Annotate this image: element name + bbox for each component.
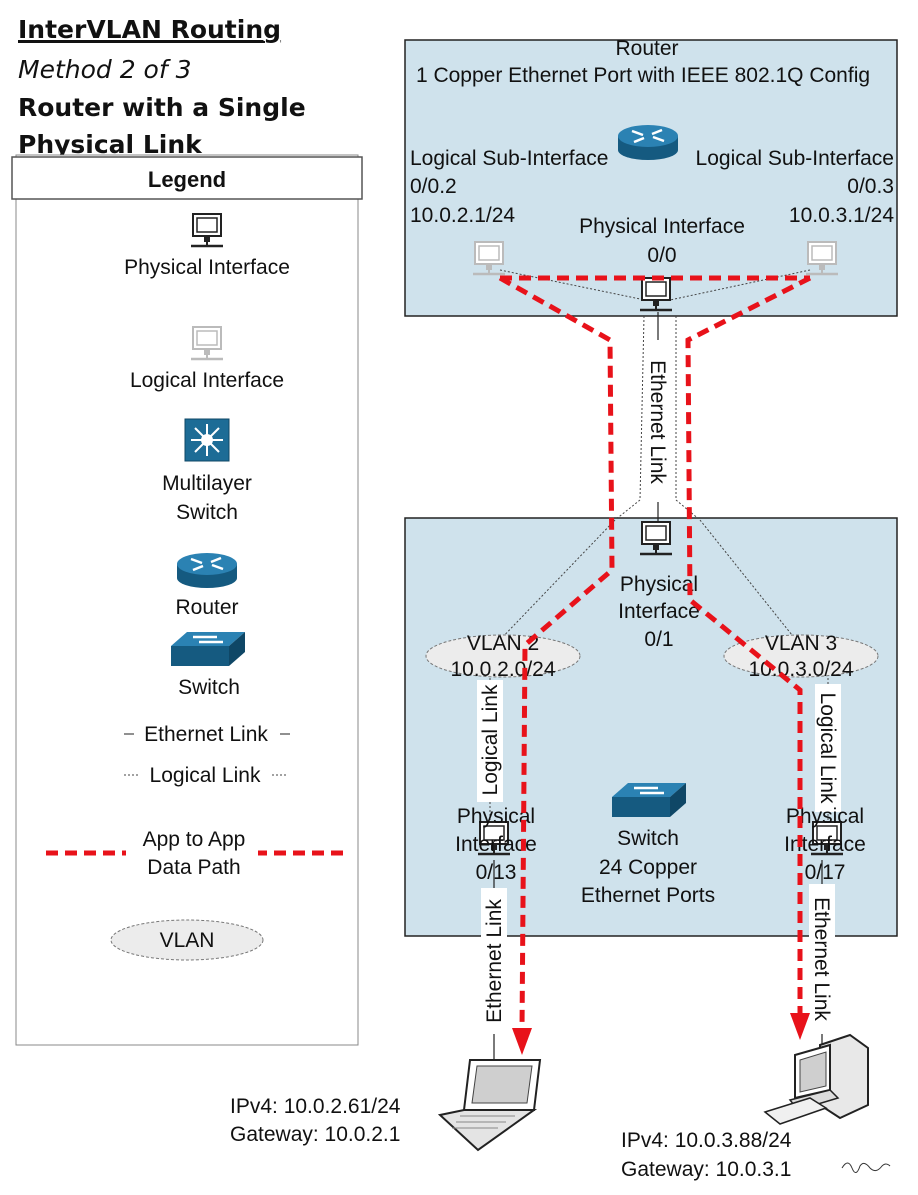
sub-right-id: 0/0.3 — [847, 175, 894, 198]
laptop-gateway: Gateway: 10.0.2.1 — [230, 1123, 400, 1146]
data-path-vlan2 — [498, 275, 615, 1031]
port17-id: 0/17 — [805, 861, 846, 884]
switch-logical-line-vlan2 — [494, 519, 616, 646]
desktop-ipv4: IPv4: 10.0.3.88/24 — [621, 1129, 792, 1152]
port17-line2: Interface — [784, 833, 866, 856]
trunk-label-bg — [645, 340, 672, 502]
laptop-ipv4: IPv4: 10.0.2.61/24 — [230, 1095, 401, 1118]
data-path-arrow-desktop — [790, 1013, 810, 1040]
legend-multilayer-switch-icon — [184, 418, 230, 462]
laptop-link-label-bg — [481, 888, 507, 1034]
router-title: Router — [615, 37, 678, 60]
switch-logical-line-vlan3 — [699, 519, 801, 646]
legend-switch-icon — [169, 630, 247, 668]
legend-ethernet-bg — [134, 720, 280, 746]
desktop-link-label: Ethernet Link — [810, 897, 833, 1021]
legend-data-path-line2: Data Path — [147, 856, 240, 879]
signature-scribble — [841, 1162, 891, 1173]
router-icon — [616, 123, 680, 162]
diagram-title: InterVLAN Routing — [18, 15, 281, 44]
vlan3-network: 10.0.3.0/24 — [748, 658, 853, 681]
switch-name: Switch — [617, 827, 679, 850]
legend-logical-link: Logical Link — [150, 764, 261, 787]
data-path-arrow-laptop — [512, 1028, 532, 1055]
port13-line1: Physical — [457, 805, 535, 828]
legend-panel — [15, 154, 359, 1046]
laptop-icon — [437, 1059, 542, 1152]
port17-line1: Physical — [786, 805, 864, 828]
laptop-link-label: Ethernet Link — [483, 899, 506, 1023]
switch-desc-line1: 24 Copper — [599, 856, 697, 879]
router-phys-id: 0/0 — [647, 244, 676, 267]
legend-vlan-ellipse — [110, 919, 264, 961]
router-logical-line-left — [499, 269, 646, 301]
subtitle-line1: Router with a Single — [18, 93, 306, 122]
desktop-icon — [763, 1033, 869, 1125]
legend-logical-bg — [140, 761, 272, 787]
switch-icon — [610, 781, 688, 819]
trunk-logical-line-left — [639, 315, 645, 501]
desktop-link-label-bg — [809, 884, 835, 1034]
legend-data-path-line1: App to App — [143, 828, 246, 851]
vlan3-logical-label-bg — [815, 684, 841, 812]
legend-title-box — [11, 156, 363, 200]
legend-router-icon — [175, 551, 239, 590]
legend-data-path-bg — [126, 828, 258, 880]
router-phys-label: Physical Interface — [579, 215, 745, 238]
vlan3-name: VLAN 3 — [765, 632, 837, 655]
desktop-gateway: Gateway: 10.0.3.1 — [621, 1158, 791, 1181]
switch-phys-line1: Physical — [620, 573, 698, 596]
legend-logical-interface: Logical Interface — [130, 369, 284, 392]
legend-router: Router — [175, 596, 238, 619]
data-path — [498, 275, 812, 1031]
legend-physical-interface: Physical Interface — [124, 256, 290, 279]
legend-switch: Switch — [178, 676, 240, 699]
vlan3-logical-label: Logical Link — [816, 693, 839, 804]
legend-multilayer-line2: Switch — [176, 501, 238, 524]
sub-right-ip: 10.0.3.1/24 — [789, 204, 894, 227]
legend-ethernet-link: Ethernet Link — [144, 723, 268, 746]
subtitle-line2: Physical Link — [18, 130, 203, 159]
data-path-vlan3 — [685, 275, 812, 1015]
switch-desc-line2: Ethernet Ports — [581, 884, 715, 907]
legend-title: Legend — [148, 167, 226, 192]
legend-vlan: VLAN — [160, 929, 215, 952]
port13-id: 0/13 — [476, 861, 517, 884]
vlan3-ellipse — [723, 634, 879, 678]
method-label: Method 2 of 3 — [18, 55, 192, 84]
trunk-logical-join-left — [614, 499, 641, 521]
sub-left-id: 0/0.2 — [410, 175, 457, 198]
port13-line2: Interface — [455, 833, 537, 856]
sub-left-label: Logical Sub-Interface — [410, 147, 608, 170]
vlan2-network: 10.0.2.0/24 — [450, 658, 555, 681]
sub-right-label: Logical Sub-Interface — [696, 147, 894, 170]
switch-phys-id: 0/1 — [644, 628, 673, 651]
sub-left-ip: 10.0.2.1/24 — [410, 204, 515, 227]
router-subtitle: 1 Copper Ethernet Port with IEEE 802.1Q … — [416, 64, 870, 87]
trunk-ethernet-label: Ethernet Link — [646, 360, 669, 484]
vlan2-ellipse — [425, 634, 581, 678]
trunk-logical-join-right — [675, 499, 701, 521]
vlan2-name: VLAN 2 — [467, 632, 539, 655]
vlan2-logical-label-bg — [477, 680, 503, 802]
legend-multilayer-line1: Multilayer — [162, 472, 252, 495]
switch-phys-line2: Interface — [618, 600, 700, 623]
vlan2-logical-label: Logical Link — [479, 684, 502, 795]
